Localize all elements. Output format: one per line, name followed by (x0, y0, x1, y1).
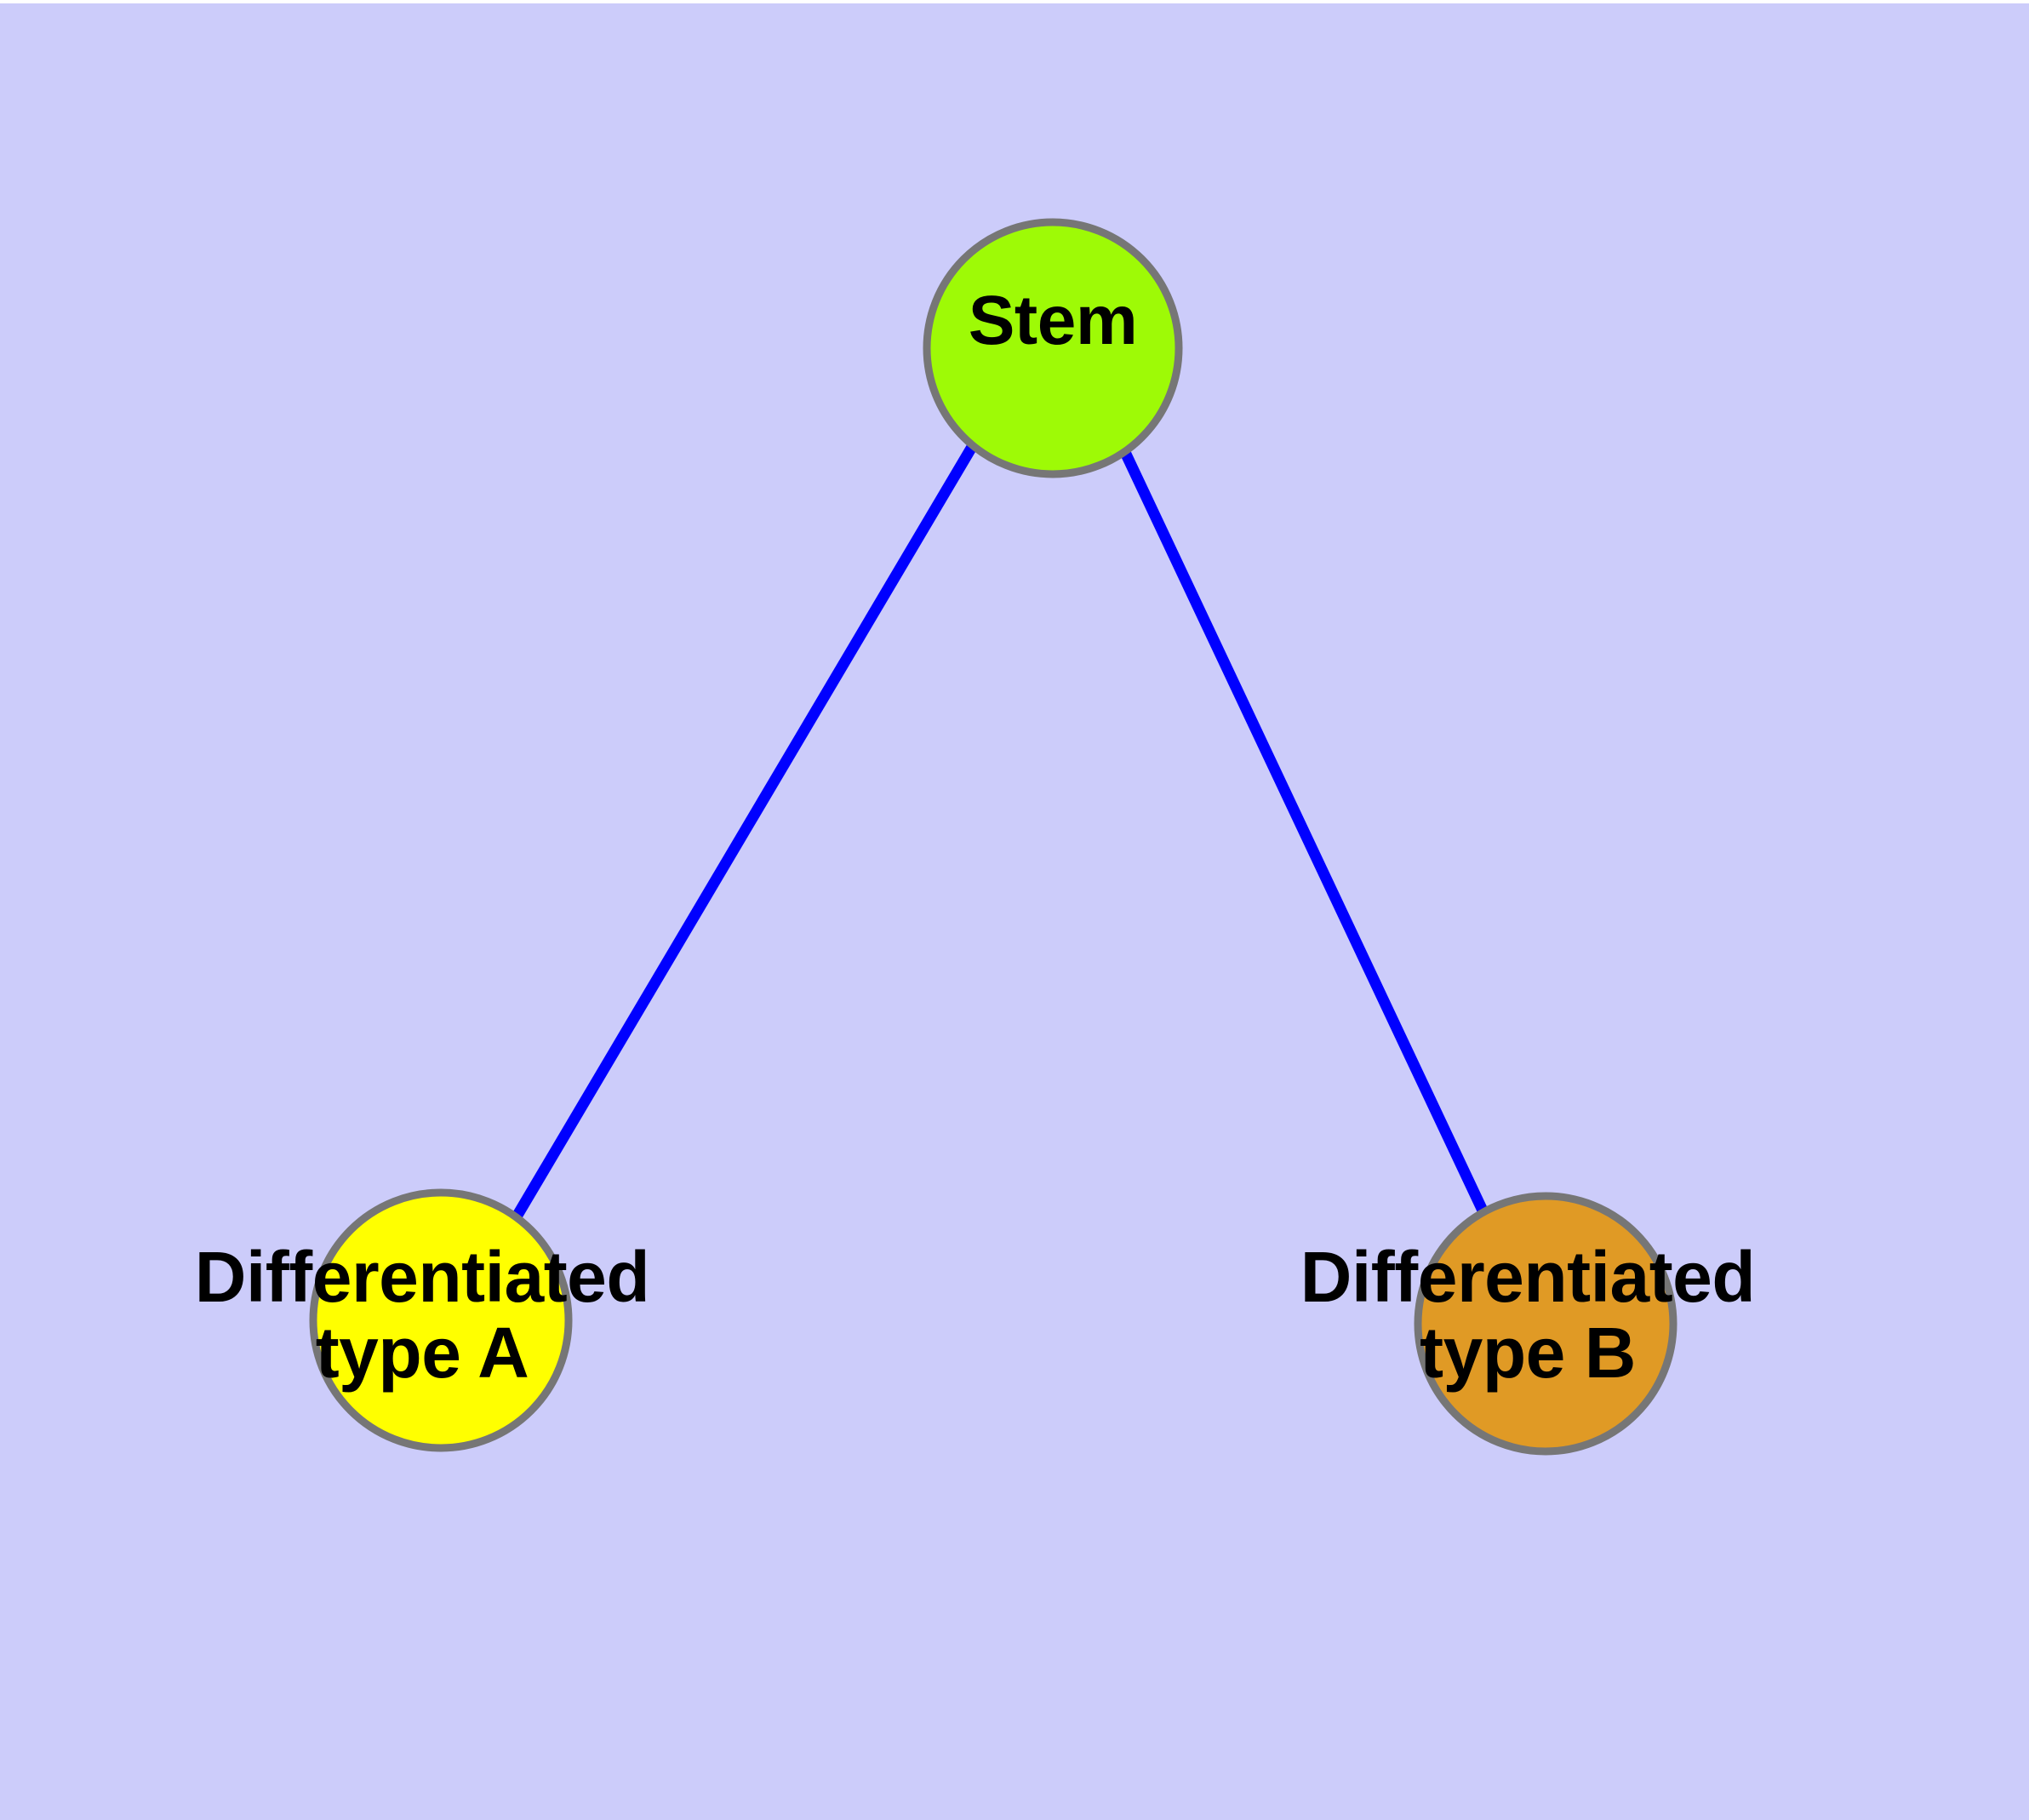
network-graph (309, 218, 1677, 1456)
node-stem[interactable] (923, 218, 1183, 478)
edge-stem-to-differentiated-type-b (1111, 430, 1495, 1229)
edge-stem-to-differentiated-type-a (506, 425, 988, 1230)
node-layer (309, 218, 1677, 1456)
node-differentiated-type-a[interactable] (309, 1188, 573, 1452)
edge-layer (506, 425, 1495, 1230)
node-differentiated-type-b[interactable] (1414, 1192, 1677, 1456)
